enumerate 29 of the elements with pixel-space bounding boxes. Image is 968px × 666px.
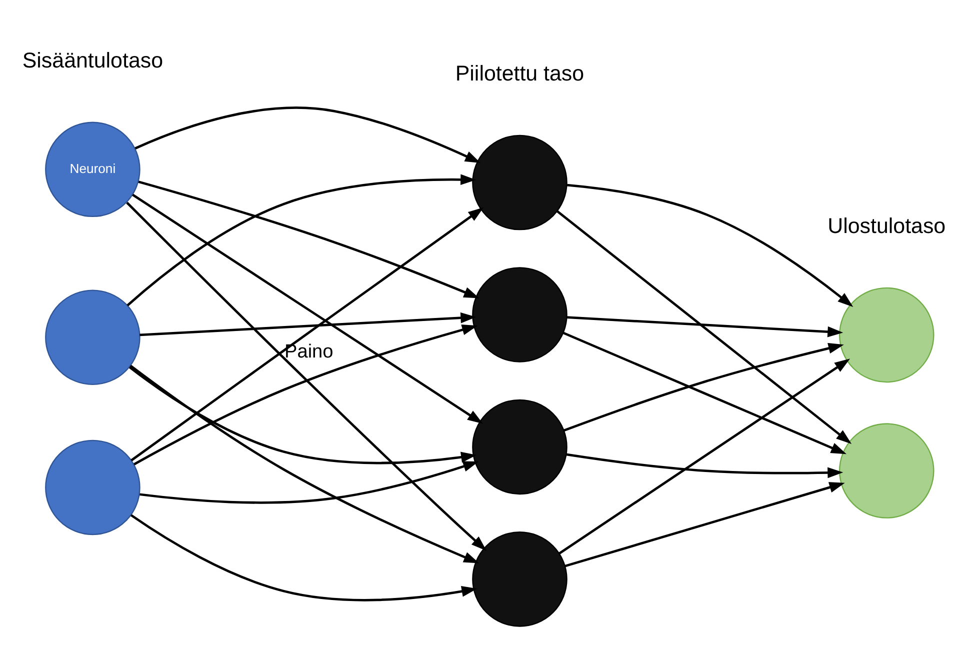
node-circle — [838, 422, 934, 518]
label: Sisääntulotaso — [22, 48, 164, 72]
arrow — [140, 312, 476, 336]
label: Ulostulotaso — [828, 214, 946, 238]
arrow — [130, 206, 484, 461]
arrow — [134, 324, 478, 465]
arrow — [132, 193, 483, 424]
arrow — [563, 342, 844, 432]
arrow — [566, 183, 854, 306]
arrow — [566, 316, 844, 337]
arrow — [130, 364, 480, 563]
arrow — [556, 210, 852, 444]
node-circle — [45, 439, 140, 535]
arrow — [130, 514, 478, 601]
arrow — [126, 201, 487, 550]
arrow — [140, 460, 479, 504]
node-circle — [472, 398, 568, 494]
arrow — [564, 482, 845, 567]
node-circle: Neuroni — [45, 121, 140, 217]
node-circle — [472, 266, 568, 362]
arrow — [562, 331, 846, 454]
node-circle — [472, 134, 568, 230]
node-circle — [45, 289, 140, 385]
arrow — [558, 358, 850, 554]
arrow — [566, 452, 844, 478]
label: Piilotettu taso — [455, 61, 584, 86]
edge-label: Paino — [284, 340, 334, 362]
arrow — [134, 106, 481, 162]
arrow — [128, 366, 477, 464]
